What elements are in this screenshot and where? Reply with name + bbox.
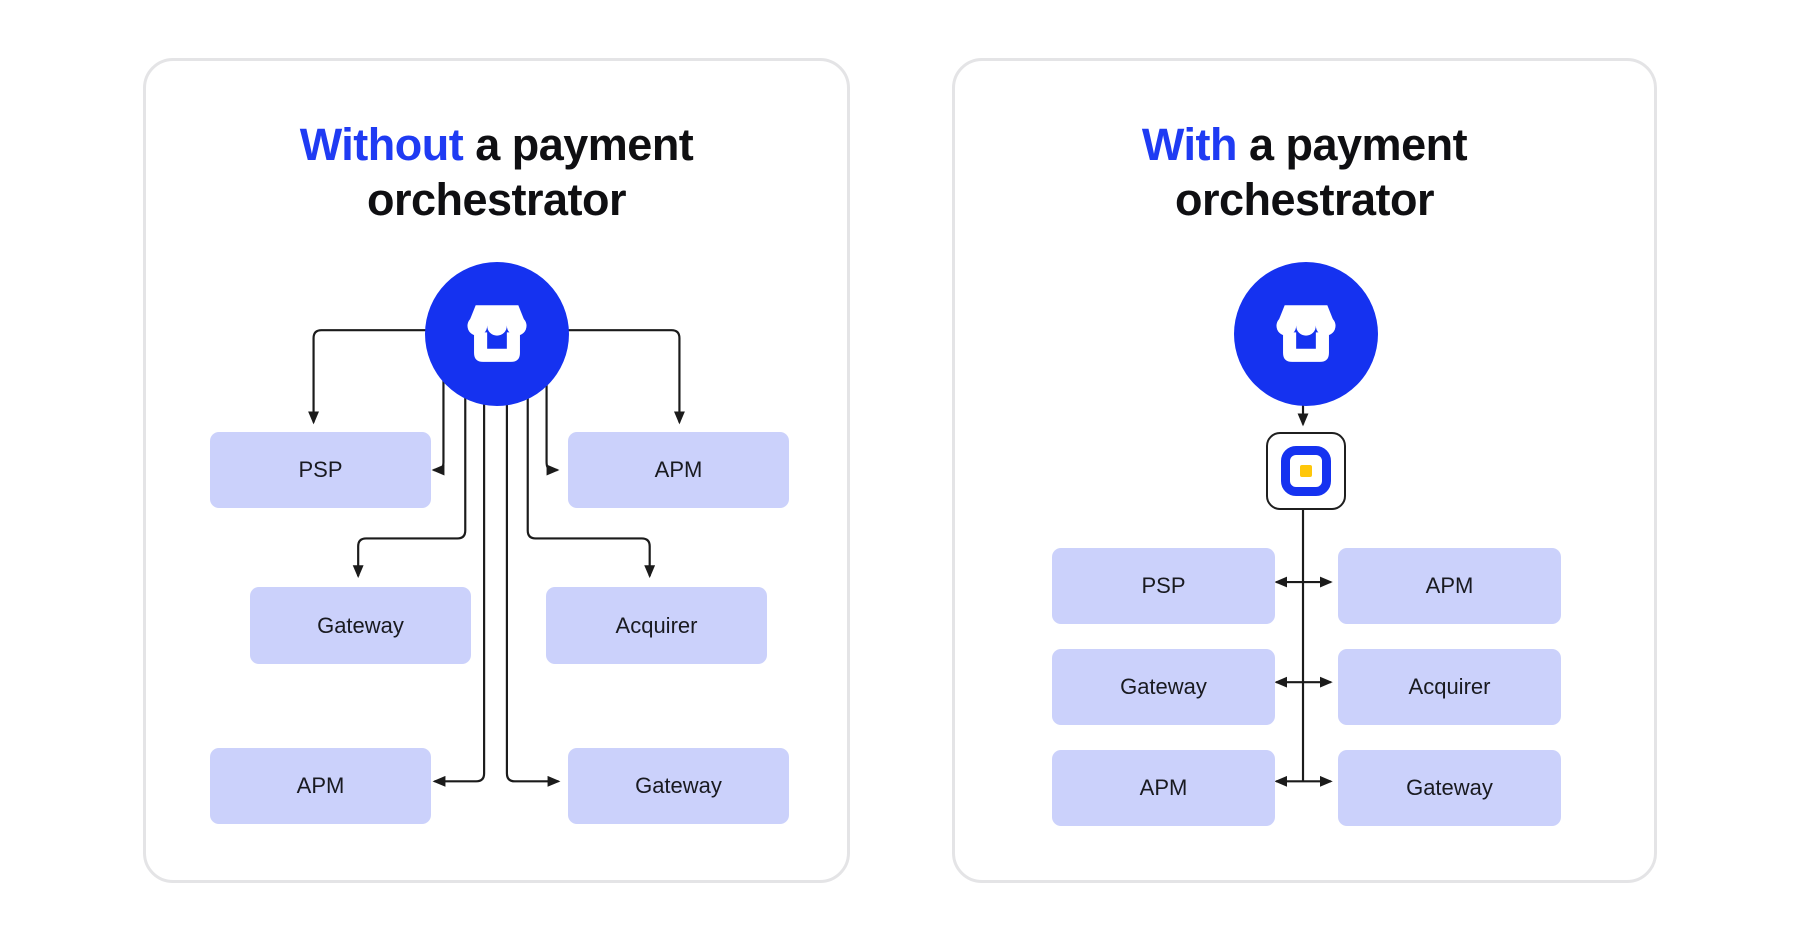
storefront-icon bbox=[467, 305, 527, 362]
title-line2: orchestrator bbox=[1174, 174, 1435, 225]
title-rest: a payment bbox=[463, 119, 694, 170]
node-box-gateway: Gateway bbox=[1052, 649, 1275, 725]
node-box-acquirer: Acquirer bbox=[546, 587, 767, 664]
payment-orchestrator-node bbox=[1266, 432, 1346, 510]
title-highlight: Without bbox=[299, 119, 464, 170]
connection-lines bbox=[1274, 403, 1333, 787]
merchant-node bbox=[1234, 262, 1378, 406]
node-box-apm-bottom: APM bbox=[1052, 750, 1275, 826]
node-box-apm: APM bbox=[1338, 548, 1561, 624]
payment-orchestrator-logo-icon bbox=[1281, 446, 1331, 496]
node-box-acquirer: Acquirer bbox=[1338, 649, 1561, 725]
edge-merchant-apm-side bbox=[545, 349, 560, 476]
title-rest: a payment bbox=[1236, 119, 1468, 170]
node-box-psp: PSP bbox=[1052, 548, 1275, 624]
edge-merchant-psp-side bbox=[431, 349, 445, 476]
node-box-gateway-bottom: Gateway bbox=[568, 748, 789, 824]
logo-yellow-dot bbox=[1300, 465, 1312, 477]
edge-merchant-apm2-side bbox=[432, 349, 486, 787]
node-box-apm: APM bbox=[568, 432, 789, 508]
node-box-gateway-bottom: Gateway bbox=[1338, 750, 1561, 826]
merchant-node bbox=[425, 262, 569, 406]
edge-merchant-apm-top bbox=[494, 329, 685, 425]
node-box-psp: PSP bbox=[210, 432, 431, 508]
connection-lines bbox=[308, 329, 685, 787]
node-box-gateway: Gateway bbox=[250, 587, 471, 664]
storefront-icon bbox=[1276, 305, 1336, 362]
edge-merchant-acquirer bbox=[526, 349, 656, 579]
edge-merchant-psp-top bbox=[308, 329, 495, 425]
title-highlight: With bbox=[1141, 119, 1238, 170]
title-line2: orchestrator bbox=[366, 174, 627, 225]
edge-merchant-gateway bbox=[352, 349, 467, 579]
node-box-apm-bottom: APM bbox=[210, 748, 431, 824]
edge-merchant-gateway2-side bbox=[505, 349, 561, 787]
